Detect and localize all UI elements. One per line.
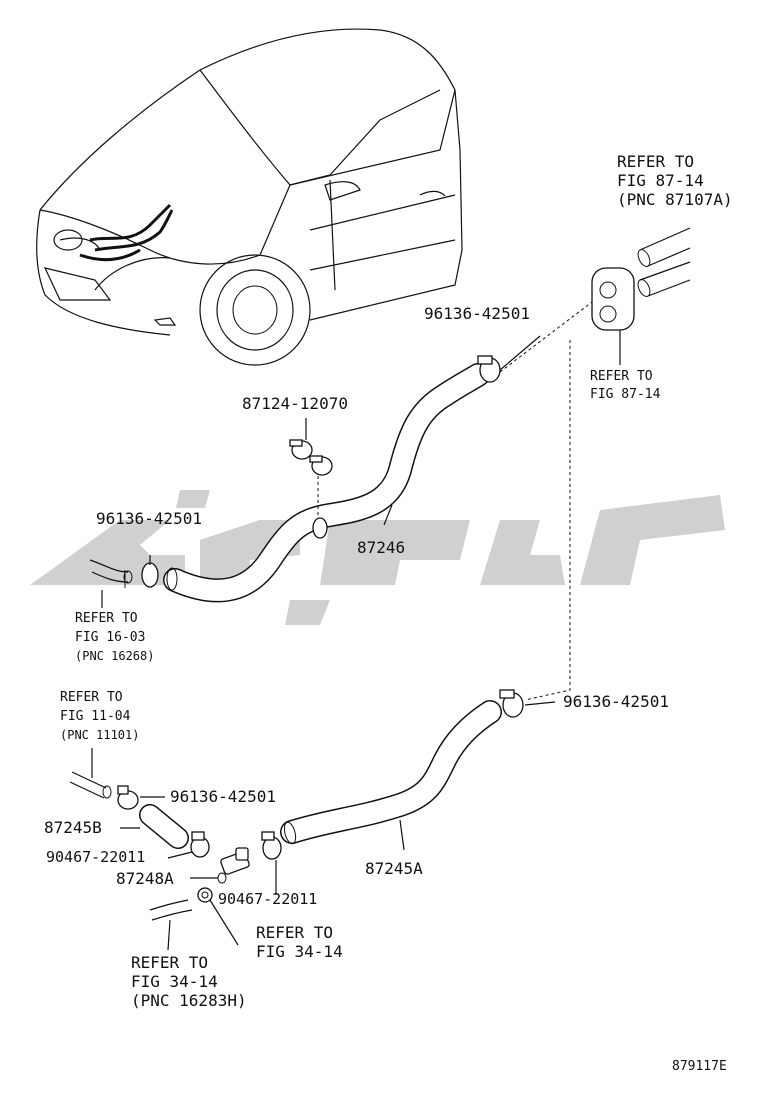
svg-text:(PNC 11101): (PNC 11101) — [60, 728, 139, 742]
part-number-label: 90467-22011 — [218, 890, 317, 908]
clamp-icon — [499, 689, 556, 718]
svg-text:REFER TO: REFER TO — [256, 923, 333, 942]
svg-text:(PNC 87107A): (PNC 87107A) — [617, 190, 733, 209]
svg-text:(PNC 16268): (PNC 16268) — [75, 649, 154, 663]
clamp-icon — [141, 555, 159, 588]
pipe-11-04 — [69, 748, 112, 799]
clamp-icon — [477, 335, 541, 383]
hose-87245A — [280, 700, 502, 851]
part-number-label: 96136-42501 — [563, 692, 669, 711]
svg-text:FIG 16-03: FIG 16-03 — [75, 630, 145, 645]
svg-text:FIG 34-14: FIG 34-14 — [131, 972, 218, 991]
ref-fig-34-14-bottom: REFER TO FIG 34-14 (PNC 16283H) — [131, 953, 247, 1010]
part-number-label: 96136-42501 — [96, 509, 202, 528]
clamp-icon — [167, 831, 210, 859]
joint-87248A — [190, 847, 250, 884]
clamp-icon — [312, 517, 328, 539]
svg-text:FIG 34-14: FIG 34-14 — [256, 942, 343, 961]
svg-text:FIG 87-14: FIG 87-14 — [617, 171, 704, 190]
svg-text:REFER TO: REFER TO — [131, 953, 208, 972]
clip-87124 — [289, 418, 333, 515]
part-number-label: 96136-42501 — [424, 304, 530, 323]
svg-text:REFER TO: REFER TO — [60, 690, 123, 705]
ref-fig-87-14-top: REFER TO FIG 87-14 (PNC 87107A) — [617, 152, 733, 209]
clamp-icon — [261, 831, 282, 895]
clamp-icon — [117, 785, 165, 810]
part-number-label: 87245B — [44, 818, 102, 837]
svg-text:(PNC 16283H): (PNC 16283H) — [131, 991, 247, 1010]
svg-text:REFER TO: REFER TO — [590, 369, 653, 384]
part-number-label: 96136-42501 — [170, 787, 276, 806]
svg-text:FIG 11-04: FIG 11-04 — [60, 709, 131, 724]
washer-icon — [197, 887, 239, 946]
pipe-34-14 — [149, 899, 193, 951]
pipe-16-03 — [89, 559, 133, 608]
ref-fig-11-04: REFER TO FIG 11-04 (PNC 11101) — [60, 690, 139, 742]
figure-code: 879117E — [672, 1059, 727, 1074]
svg-text:REFER TO: REFER TO — [75, 611, 138, 626]
ref-fig-16-03: REFER TO FIG 16-03 (PNC 16268) — [75, 611, 154, 663]
part-number-label: 87124-12070 — [242, 394, 348, 413]
vehicle-illustration — [36, 28, 463, 366]
hose-87246 — [163, 363, 490, 603]
leader-line — [524, 340, 571, 701]
leader-line — [499, 301, 593, 373]
hose-87245B — [120, 804, 189, 849]
ref-fig-87-14-grommet: REFER TO FIG 87-14 — [590, 369, 661, 402]
svg-text:REFER TO: REFER TO — [617, 152, 694, 171]
part-number-label: 87248A — [116, 869, 174, 888]
part-number-label: 87245A — [365, 859, 423, 878]
part-number-label: 87246 — [357, 538, 405, 557]
grommet — [591, 267, 635, 365]
part-number-label: 90467-22011 — [46, 848, 145, 866]
ref-fig-34-14-right: REFER TO FIG 34-14 — [256, 923, 343, 961]
heater-pipes-top — [637, 227, 691, 297]
svg-text:FIG 87-14: FIG 87-14 — [590, 387, 661, 402]
